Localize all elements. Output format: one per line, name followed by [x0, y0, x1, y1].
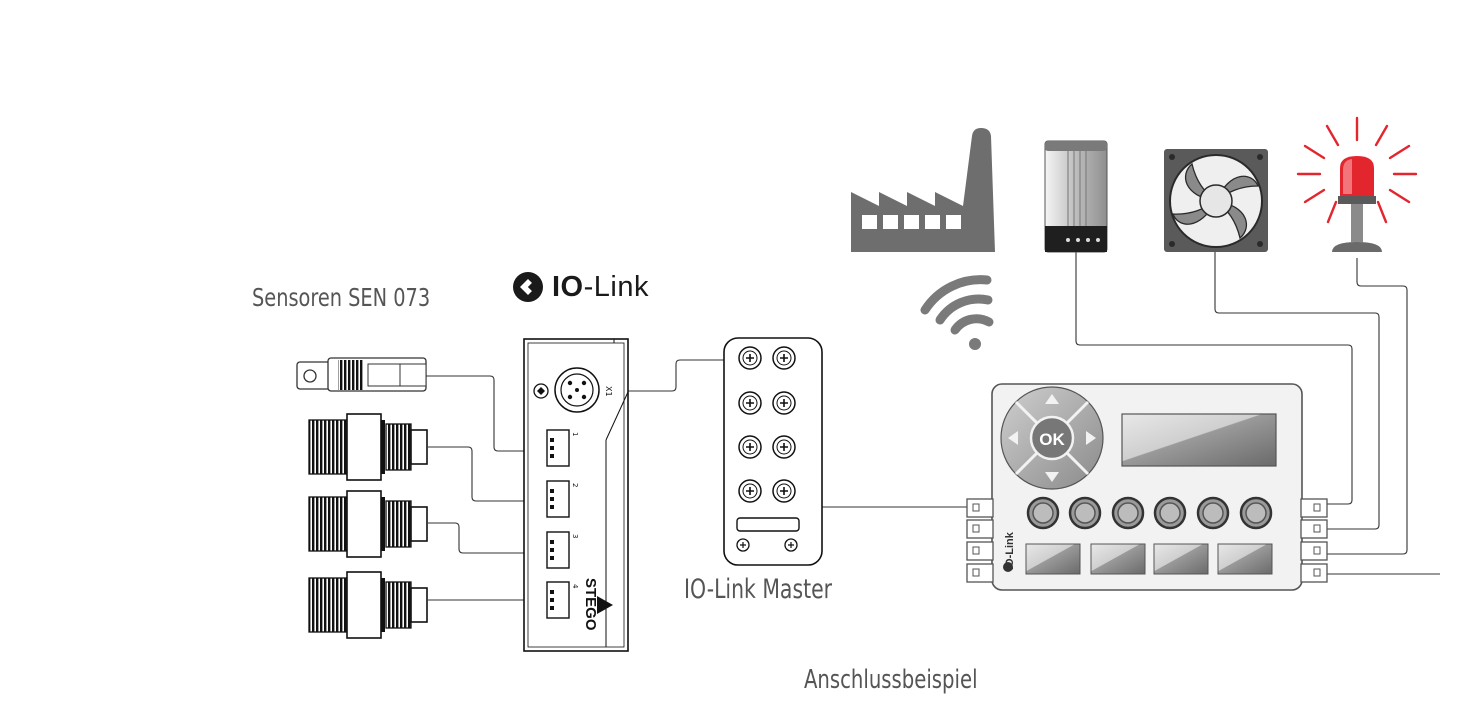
- ok-button: [1029, 415, 1075, 461]
- cables: [425, 252, 1440, 601]
- cable-sensor-2: [428, 446, 548, 502]
- cable-heater: [1075, 252, 1353, 505]
- io-link-logo-icon: [513, 272, 543, 302]
- sensors-label: Sensoren SEN 073: [252, 283, 431, 312]
- cable-beacon: [1323, 258, 1408, 555]
- signal-beacon-icon: [1296, 116, 1418, 252]
- svg-text:3: 3: [571, 534, 579, 538]
- fan-icon: [1164, 149, 1268, 252]
- cable-sensor-3: [428, 522, 548, 554]
- sensor-connector-3: [308, 571, 428, 639]
- cable-hub-master: [622, 359, 746, 392]
- controller-keys: [1025, 543, 1273, 575]
- svg-text:2: 2: [571, 483, 579, 487]
- svg-text:OK: OK: [1039, 430, 1065, 449]
- stego-logo-icon: [597, 596, 613, 614]
- heater-icon: [1044, 140, 1108, 253]
- hub-brand-label: STEGO: [582, 578, 599, 631]
- svg-text:4: 4: [571, 584, 579, 589]
- cable-fan: [1214, 252, 1380, 530]
- controller-display: [1121, 413, 1277, 467]
- svg-text:1: 1: [571, 432, 579, 436]
- stego-sensor-hub: X1 1 2 3 4 STEGO: [523, 338, 629, 652]
- controller-brand-label: IO-Link: [1004, 531, 1016, 570]
- svg-text:X1: X1: [604, 386, 613, 397]
- io-link-master: [723, 337, 823, 566]
- io-link-master-label: IO-Link Master: [684, 574, 833, 605]
- io-link-logo: IO-Link: [512, 270, 649, 304]
- sensor-probe: [296, 357, 427, 392]
- connection-example-label: Anschlussbeispiel: [804, 665, 978, 695]
- cable-sensor-1: [425, 375, 548, 452]
- sensor-connector-1: [308, 413, 428, 481]
- factory-icon: [851, 128, 995, 252]
- wifi-icon: [920, 275, 994, 350]
- sensor-connector-2: [308, 490, 428, 558]
- io-link-controller: OK IO-Link: [966, 383, 1328, 591]
